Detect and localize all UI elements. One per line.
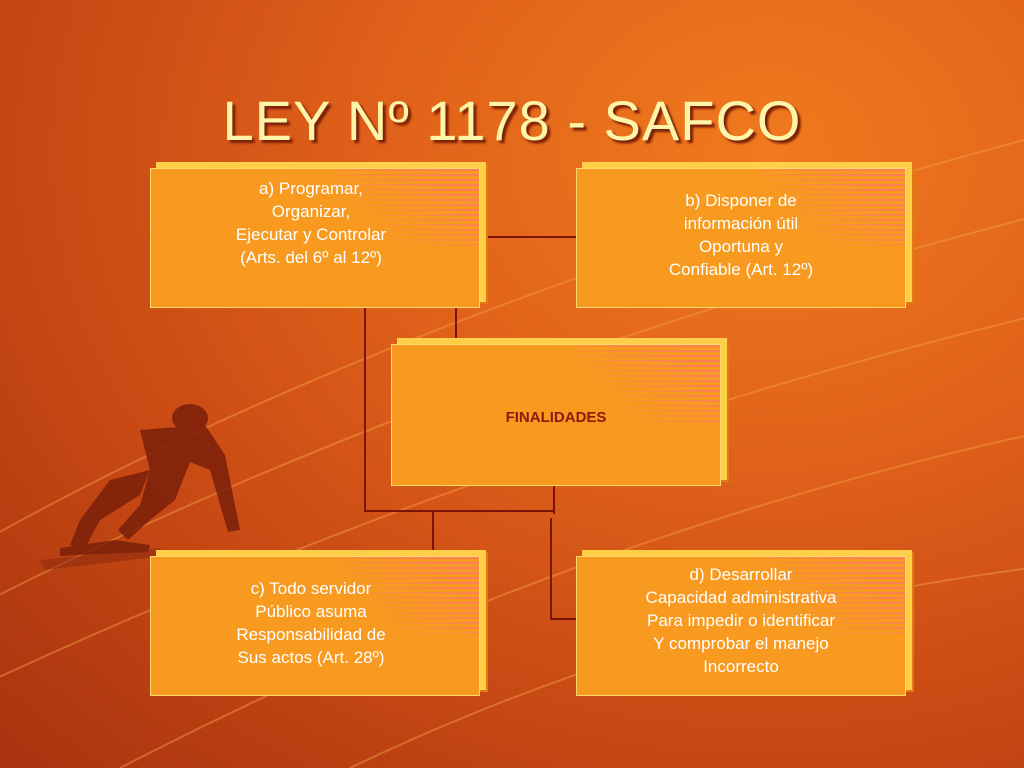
box-c-servidor: c) Todo servidor Público asuma Responsab… <box>150 556 480 696</box>
center-label: FINALIDADES <box>505 409 607 426</box>
connector-top-horizontal <box>480 236 578 238</box>
box-a-text: a) Programar, Organizar, Ejecutar y Cont… <box>235 179 387 267</box>
box-center-finalidades: FINALIDADES <box>391 344 721 486</box>
connector-bottom-left-horizontal <box>364 510 554 512</box>
box-a-programar: a) Programar, Organizar, Ejecutar y Cont… <box>150 168 480 308</box>
connector-left-vertical-a <box>364 305 366 511</box>
box-d-text: d) Desarrollar Capacidad administrativa … <box>645 565 837 676</box>
box-b-disponer: b) Disponer de información útil Oportuna… <box>576 168 906 308</box>
connector-d-horizontal <box>550 618 578 620</box>
box-stripes-decoration <box>331 557 479 633</box>
slide-title: LEY Nº 1178 - SAFCO <box>222 89 802 152</box>
box-stripes-decoration <box>757 557 905 633</box>
box-b-text: b) Disponer de información útil Oportuna… <box>668 191 814 279</box>
connector-center-down <box>553 484 555 514</box>
connector-to-box-c <box>432 510 434 554</box>
box-c-text: c) Todo servidor Público asuma Responsab… <box>236 579 386 667</box>
box-stripes-decoration <box>331 169 479 245</box>
runner-silhouette <box>60 404 240 556</box>
box-stripes-decoration <box>572 345 720 422</box>
box-d-desarrollar: d) Desarrollar Capacidad administrativa … <box>576 556 906 696</box>
box-stripes-decoration <box>757 169 905 245</box>
connector-d-vertical <box>550 518 552 620</box>
connector-left-vertical-b <box>455 305 457 343</box>
